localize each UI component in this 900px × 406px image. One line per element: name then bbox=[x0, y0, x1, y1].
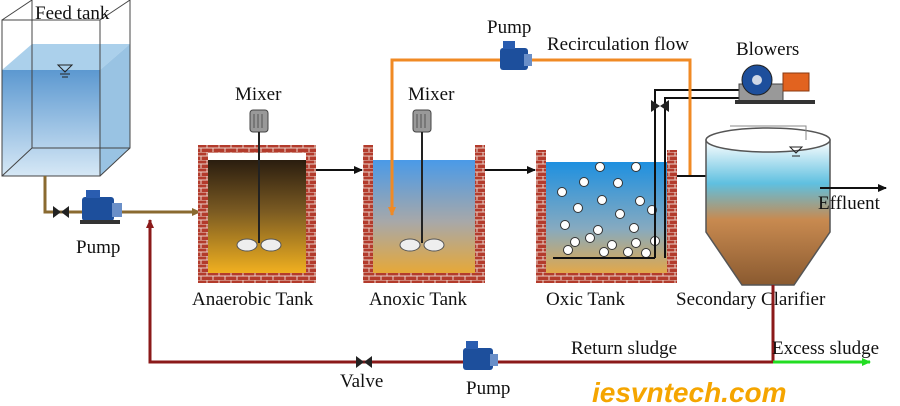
air-bubble bbox=[623, 247, 633, 257]
air-bubble bbox=[570, 237, 580, 247]
air-bubble bbox=[585, 233, 595, 243]
air-bubble bbox=[607, 240, 617, 250]
watermark: iesvntech.com bbox=[592, 377, 787, 406]
air-bubble bbox=[631, 162, 641, 172]
recirc-pump-icon bbox=[500, 41, 532, 70]
air-bubble bbox=[557, 187, 567, 197]
air-bubble bbox=[573, 203, 583, 213]
return-sludge-line bbox=[146, 219, 775, 364]
air-bubble bbox=[593, 225, 603, 235]
air-bubble bbox=[595, 162, 605, 172]
feed-tank-label: Feed tank bbox=[35, 3, 110, 24]
return-sludge-label: Return sludge bbox=[571, 338, 677, 359]
air-line-inner bbox=[664, 97, 740, 258]
air-bubble bbox=[599, 247, 609, 257]
feed-valve bbox=[53, 206, 69, 218]
mixer-1-label: Mixer bbox=[235, 84, 282, 105]
air-bubble bbox=[579, 177, 589, 187]
return-pump-icon bbox=[463, 341, 498, 370]
blowers-icon bbox=[735, 64, 815, 104]
feed-pump-label: Pump bbox=[76, 237, 120, 258]
air-bubble bbox=[615, 209, 625, 219]
valve-label: Valve bbox=[340, 371, 383, 392]
feed-tank bbox=[1, 0, 131, 177]
air-bubble bbox=[613, 178, 623, 188]
mixer-2-label: Mixer bbox=[408, 84, 455, 105]
secondary-clarifier-label: Secondary Clarifier bbox=[676, 289, 826, 310]
excess-sludge-label: Excess sludge bbox=[772, 338, 879, 359]
anaerobic-tank bbox=[198, 145, 316, 283]
feed-line bbox=[43, 176, 201, 216]
air-bubble bbox=[635, 196, 645, 206]
mixer-1-icon bbox=[236, 109, 282, 252]
air-bubble bbox=[629, 223, 639, 233]
air-bubble bbox=[641, 248, 651, 258]
oxic-tank-label: Oxic Tank bbox=[546, 289, 626, 310]
return-valve bbox=[356, 356, 372, 368]
recirculation-line bbox=[388, 58, 692, 216]
mixer-2-icon bbox=[399, 109, 445, 252]
air-bubble bbox=[597, 195, 607, 205]
recirculation-flow-label: Recirculation flow bbox=[547, 34, 689, 55]
return-pump-label: Pump bbox=[466, 378, 510, 399]
secondary-clarifier bbox=[705, 125, 831, 286]
recirc-pump-label: Pump bbox=[487, 17, 531, 38]
feed-pump-icon bbox=[80, 190, 122, 224]
air-bubble bbox=[563, 245, 573, 255]
anaerobic-tank-label: Anaerobic Tank bbox=[192, 289, 314, 310]
anoxic-tank-label: Anoxic Tank bbox=[369, 289, 468, 310]
air-bubble bbox=[560, 220, 570, 230]
air-line bbox=[553, 89, 740, 259]
effluent-label: Effluent bbox=[818, 193, 881, 214]
anoxic-tank bbox=[363, 145, 485, 283]
blowers-label: Blowers bbox=[736, 39, 799, 60]
air-valve bbox=[651, 100, 669, 112]
air-bubble bbox=[631, 238, 641, 248]
